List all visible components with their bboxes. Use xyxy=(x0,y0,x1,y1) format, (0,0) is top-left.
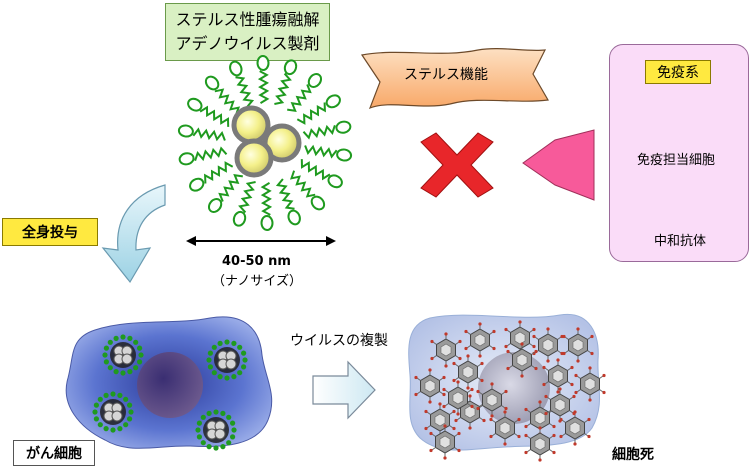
systemic-admin-curved-arrow xyxy=(101,184,166,284)
transition-arrow xyxy=(312,360,376,420)
cell-death-label: 細胞死 xyxy=(612,447,654,463)
stealth-adenovirus-particle xyxy=(177,55,353,231)
size-arrow xyxy=(186,236,336,246)
stealth-virus-on-cancer xyxy=(195,409,237,451)
title-line-1: ステルス性腫瘍融解 xyxy=(175,10,320,29)
immune-attack-arrow xyxy=(522,129,595,201)
product-title-box: ステルス性腫瘍融解 アデノウイルス製剤 xyxy=(165,3,330,61)
immune-system-header: 免疫系 xyxy=(645,60,711,84)
block-x-icon xyxy=(420,132,494,198)
cancer-cell xyxy=(65,316,273,449)
title-line-2: アデノウイルス製剤 xyxy=(175,34,320,53)
immune-cells-label: 免疫担当細胞 xyxy=(637,153,716,168)
stealth-virus-on-cancer xyxy=(206,339,248,381)
stealth-virus-on-cancer xyxy=(102,334,144,376)
stealth-banner-ribbon xyxy=(360,48,549,110)
cancer-cell-label: がん細胞 xyxy=(13,440,95,466)
nano-size-note: （ナノサイズ） xyxy=(212,274,302,289)
systemic-admin-label: 全身投与 xyxy=(2,218,98,246)
neutralizing-antibody-label: 中和抗体 xyxy=(654,234,707,249)
stealth-virus-on-cancer xyxy=(92,391,134,433)
virus-replication-label: ウイルスの複製 xyxy=(290,333,388,349)
size-range-label: 40-50 nm xyxy=(222,254,291,269)
stealth-function-label: ステルス機能 xyxy=(404,67,488,83)
